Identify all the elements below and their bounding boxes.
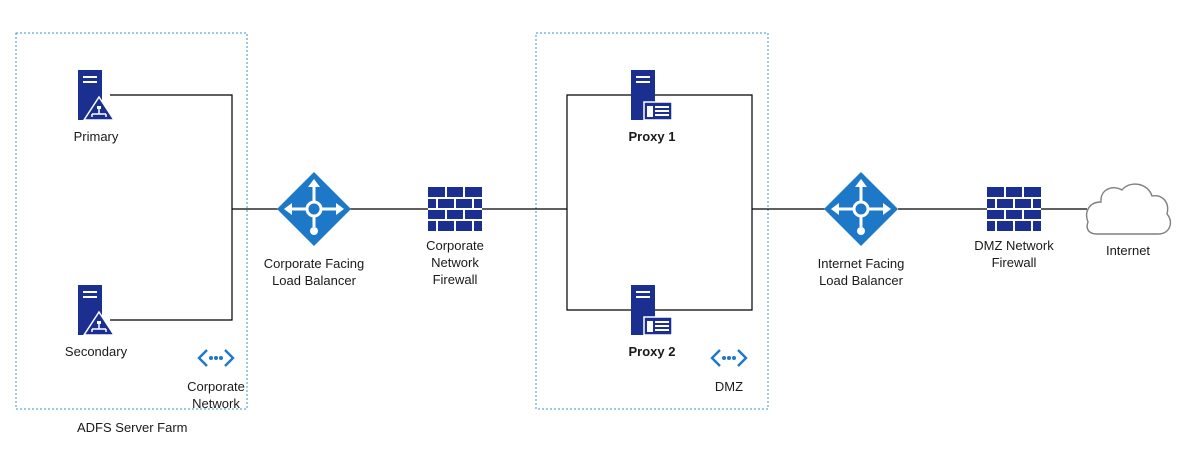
internet-label: Internet bbox=[1105, 243, 1151, 258]
corporate-network-label: Corporate Network bbox=[187, 379, 245, 411]
firewall-icon bbox=[428, 187, 482, 231]
server-farm-zone bbox=[15, 32, 248, 410]
corp-fw-label: Corporate Network Firewall bbox=[426, 238, 484, 287]
firewall-icon bbox=[987, 187, 1041, 231]
proxy1-link bbox=[566, 94, 753, 209]
server-farm-label: ADFS Server Farm bbox=[77, 420, 188, 435]
cloud-icon bbox=[1085, 183, 1172, 235]
proxy2-link bbox=[566, 209, 753, 311]
adfs-server-icon bbox=[78, 70, 116, 121]
inet-lb-label: Internet Facing Load Balancer bbox=[817, 256, 905, 288]
dmz-fw-label: DMZ Network Firewall bbox=[974, 238, 1054, 270]
connectors bbox=[110, 94, 1087, 321]
secondary-link bbox=[110, 209, 233, 321]
proxy1-label: Proxy 1 bbox=[628, 129, 676, 144]
secondary-label: Secondary bbox=[64, 344, 128, 359]
load-balancer-icon bbox=[824, 172, 898, 246]
primary-label: Primary bbox=[73, 129, 119, 144]
dmz-label: DMZ bbox=[714, 379, 744, 394]
proxy-server-icon bbox=[631, 285, 673, 336]
load-balancer-icon bbox=[277, 172, 351, 246]
primary-link bbox=[110, 94, 233, 209]
adfs-server-icon bbox=[78, 285, 116, 336]
virtual-network-icon bbox=[710, 349, 748, 367]
proxy2-label: Proxy 2 bbox=[628, 344, 676, 359]
dmz-zone bbox=[535, 32, 769, 410]
corp-lb-label: Corporate Facing Load Balancer bbox=[263, 256, 365, 288]
virtual-network-icon bbox=[197, 349, 235, 367]
proxy-server-icon bbox=[631, 70, 673, 121]
